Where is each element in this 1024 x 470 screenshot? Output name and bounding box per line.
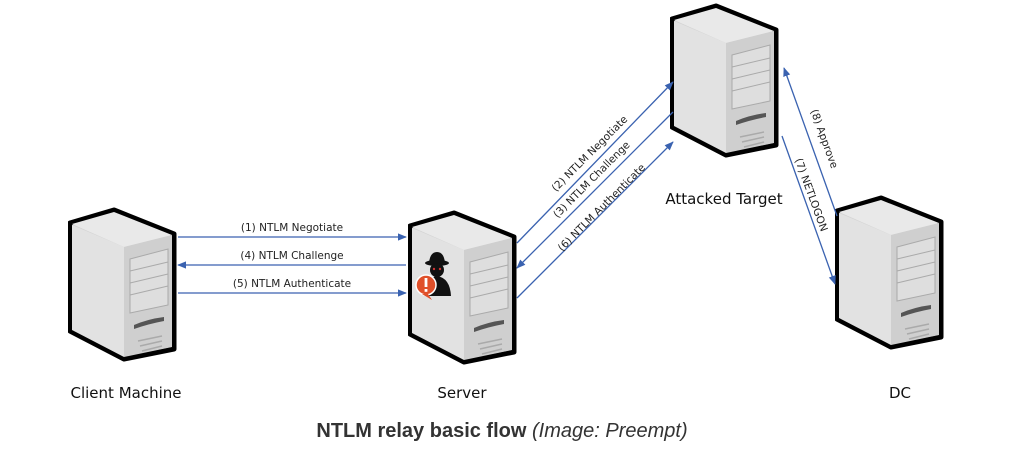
caption-credit: (Image: Preempt) <box>532 420 688 442</box>
attacked-target-server-icon <box>672 6 776 155</box>
client-machine-server-icon <box>70 210 174 359</box>
arrow-m2 <box>516 81 674 244</box>
arrow-m3 <box>516 111 674 269</box>
label-m7: (7) NETLOGON <box>792 157 830 234</box>
arrow-m6 <box>516 141 674 299</box>
alert-bubble-icon <box>415 274 437 300</box>
arrow-m8 <box>783 67 838 217</box>
label-m1: (1) NTLM Negotiate <box>241 222 343 234</box>
label-m5: (5) NTLM Authenticate <box>233 278 351 290</box>
arrow-m7 <box>781 135 836 285</box>
server-label: Server <box>437 384 487 402</box>
attacked-target-label: Attacked Target <box>665 190 782 208</box>
dc-label: DC <box>889 384 911 402</box>
label-m8: (8) Approve <box>808 108 840 170</box>
dc-server-icon <box>837 198 941 347</box>
figure-caption: NTLM relay basic flow (Image: Preempt) <box>0 420 1004 443</box>
label-m4: (4) NTLM Challenge <box>240 250 343 262</box>
client-machine-label: Client Machine <box>71 384 182 402</box>
caption-title: NTLM relay basic flow <box>316 420 527 442</box>
